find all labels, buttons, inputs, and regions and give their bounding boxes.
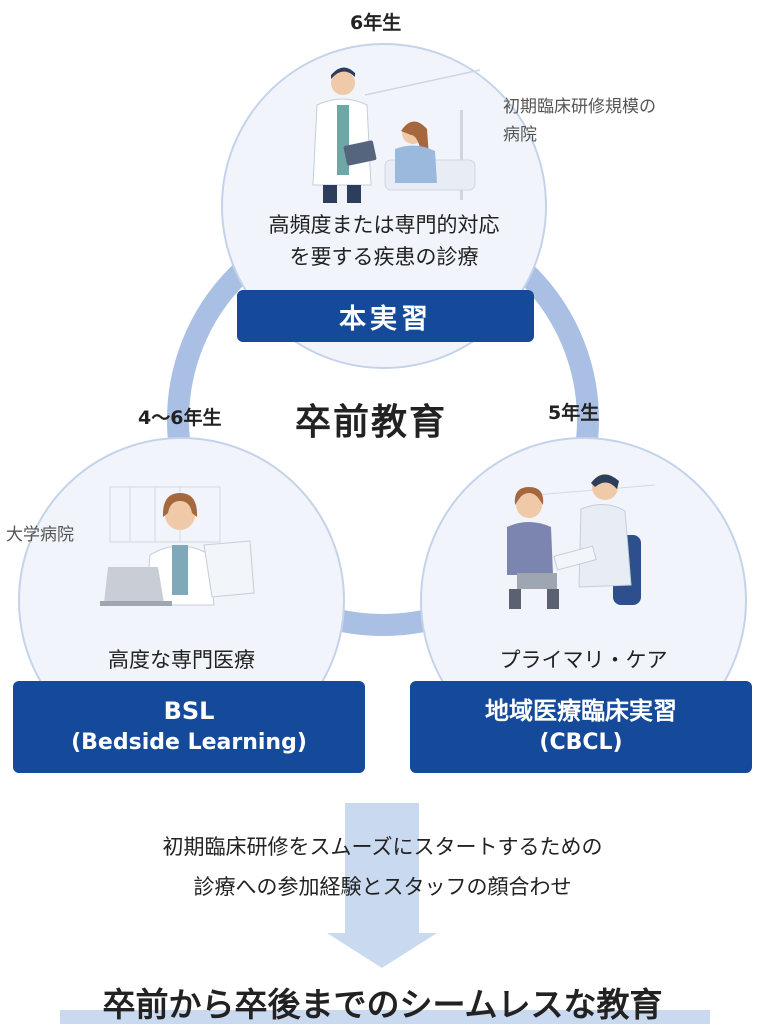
top-note-line2: 病院 [503, 125, 537, 145]
bottom-title: 卒前から卒後までのシームレスな教育 [102, 985, 663, 1024]
center-title: 卒前教育 [295, 402, 448, 443]
top-year: 6年生 [350, 12, 402, 34]
doctor-patient-illustration [312, 67, 481, 203]
bottom-desc-line2: 診療への参加経験とスタッフの顔合わせ [193, 875, 572, 899]
right-label-line2: (CBCL) [539, 730, 623, 755]
left-note: 大学病院 [6, 525, 74, 545]
top-note-line1: 初期臨床研修規模の [503, 97, 656, 117]
right-desc: プライマリ・ケア [499, 648, 668, 672]
top-label: 本実習 [339, 303, 432, 335]
doctor-laptop-illustration [100, 486, 255, 606]
top-desc-line1: 高頻度または専門的対応 [268, 213, 500, 237]
left-desc: 高度な専門医療 [108, 648, 255, 672]
left-label-box: BSL (Bedside Learning) [13, 681, 365, 773]
left-label-line2: (Bedside Learning) [71, 730, 307, 755]
top-label-box: 本実習 [237, 290, 534, 342]
bottom-desc-line1: 初期臨床研修をスムーズにスタートするための [162, 835, 603, 859]
left-label-line1: BSL [163, 697, 215, 725]
left-year: 4〜6年生 [138, 407, 222, 429]
right-year: 5年生 [548, 402, 600, 424]
right-label-line1: 地域医療臨床実習 [485, 697, 677, 725]
right-label-box: 地域医療臨床実習 (CBCL) [410, 681, 752, 773]
consultation-illustration [507, 474, 656, 609]
top-desc-line2: を要する疾患の診療 [289, 245, 479, 269]
bottom-title-underline [60, 1010, 710, 1024]
